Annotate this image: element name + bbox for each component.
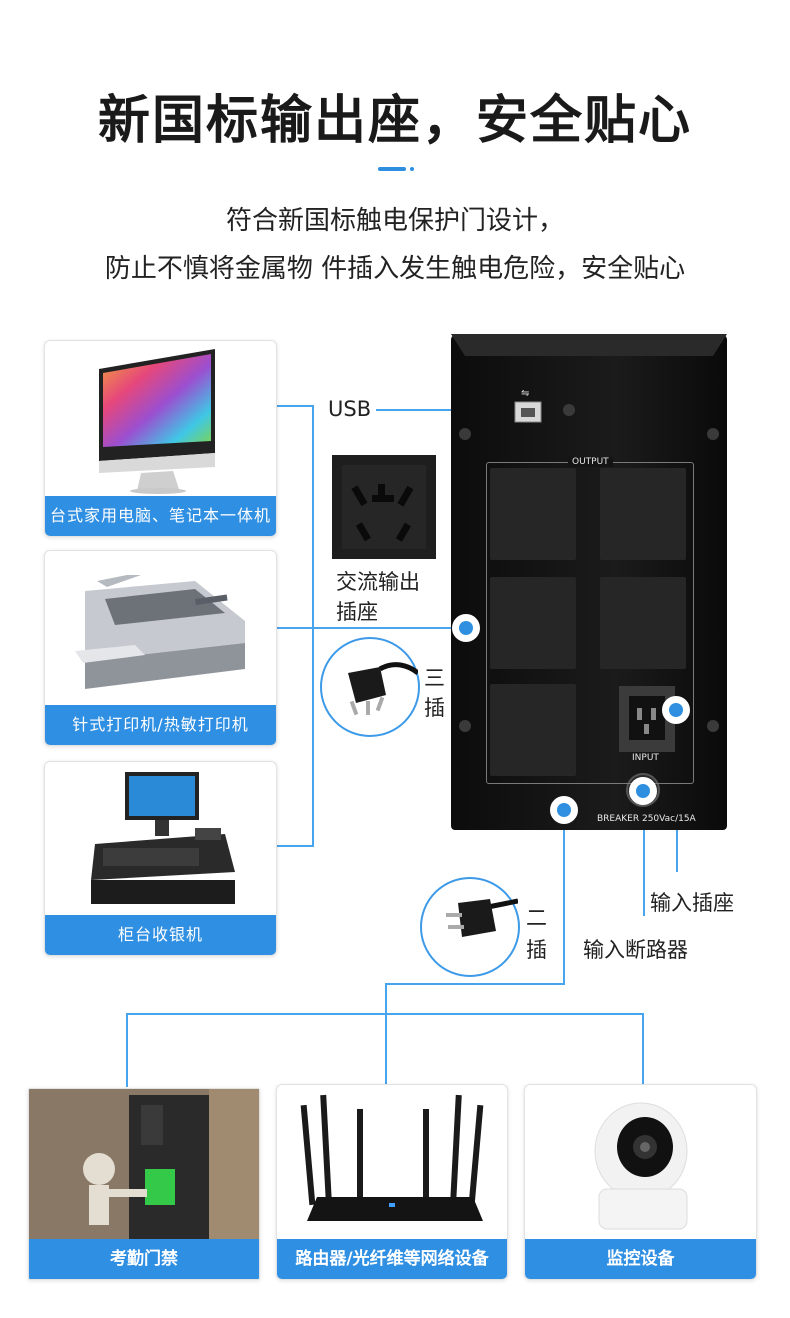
usb-label: USB — [328, 397, 372, 421]
outlet-marker — [452, 614, 480, 642]
router-image — [277, 1085, 507, 1239]
three-pin-label-line2: 插 — [424, 696, 445, 720]
computer-image — [45, 341, 276, 496]
access-control-image — [29, 1089, 259, 1239]
output-socket — [600, 468, 686, 560]
output-socket — [490, 684, 576, 776]
two-pin-marker — [550, 796, 578, 824]
ac-outlet-label-line1: 交流输出 — [336, 570, 420, 594]
product-card-access-control: 考勤门禁 — [28, 1088, 260, 1280]
card-caption: 路由器/光纤维等网络设备 — [277, 1239, 507, 1279]
connector-line — [276, 845, 314, 847]
product-card-computer: 台式家用电脑、笔记本一体机 — [44, 340, 277, 537]
card-caption: 针式打印机/热敏打印机 — [45, 705, 276, 745]
printer-image — [45, 551, 276, 705]
title-accent-dot — [410, 167, 414, 171]
connector-line — [376, 409, 516, 411]
cash-register-image — [45, 762, 276, 915]
connector-line — [276, 627, 456, 629]
camera-image — [525, 1085, 756, 1239]
connector-line — [126, 1013, 644, 1015]
connector-line — [642, 1013, 644, 1087]
card-caption: 台式家用电脑、笔记本一体机 — [45, 496, 276, 536]
output-label: OUTPUT — [568, 457, 613, 467]
description-line-2: 防止不慎将金属物 件插入发生触电危险，安全贴心 — [104, 254, 686, 284]
breaker-marker — [629, 777, 657, 805]
three-pin-plug-icon — [348, 662, 420, 716]
connector-line — [385, 983, 565, 985]
card-caption: 监控设备 — [525, 1239, 756, 1279]
card-caption: 考勤门禁 — [29, 1239, 259, 1279]
two-pin-label-line1: 二 — [526, 906, 547, 930]
three-pin-label-line1: 三 — [424, 666, 445, 690]
input-socket-label: 输入插座 — [650, 891, 734, 915]
connector-line — [563, 822, 565, 985]
card-caption: 柜台收银机 — [45, 915, 276, 955]
input-breaker-label: 输入断路器 — [583, 938, 688, 962]
connector-line — [126, 1013, 128, 1087]
product-card-printer: 针式打印机/热敏打印机 — [44, 550, 277, 746]
ac-outlet-label-line2: 插座 — [336, 600, 378, 624]
connector-line — [643, 790, 645, 916]
title-accent-bar — [378, 167, 406, 171]
output-socket — [490, 577, 576, 669]
svg-text:⇋: ⇋ — [521, 388, 529, 399]
connector-line — [276, 405, 314, 407]
two-pin-plug-icon — [446, 898, 519, 937]
two-pin-plug-circle — [420, 877, 520, 977]
breaker-label: BREAKER 250Vac/15A — [597, 814, 696, 824]
output-socket — [600, 577, 686, 669]
product-card-camera: 监控设备 — [524, 1084, 757, 1280]
connector-line — [385, 983, 387, 1087]
connector-line — [312, 405, 314, 846]
input-socket-marker — [662, 696, 690, 724]
description-line-1: 符合新国标触电保护门设计， — [225, 206, 564, 236]
product-card-cash-register: 柜台收银机 — [44, 761, 277, 956]
outlet-closeup-image — [332, 455, 436, 559]
two-pin-label-line2: 插 — [526, 938, 547, 962]
input-label: INPUT — [632, 753, 659, 763]
three-pin-plug-circle — [320, 637, 420, 737]
output-socket — [490, 468, 576, 560]
product-card-router: 路由器/光纤维等网络设备 — [276, 1084, 508, 1280]
page-title: 新国标输出座，安全贴心 — [97, 91, 692, 151]
